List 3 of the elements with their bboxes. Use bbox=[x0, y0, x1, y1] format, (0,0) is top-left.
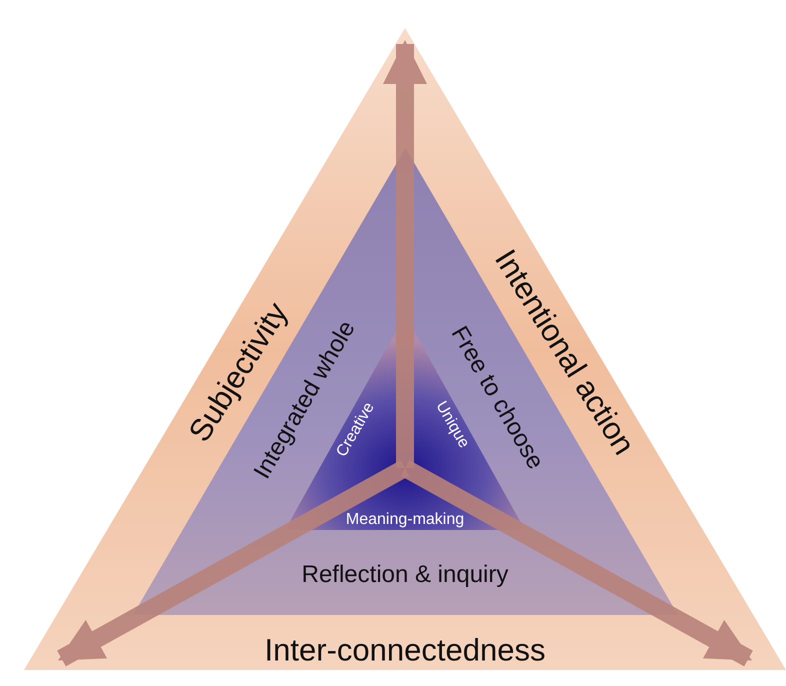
triangle-label: Meaning-making bbox=[346, 512, 464, 528]
triangle-label: Inter-connectedness bbox=[264, 634, 546, 666]
triangle-label: Reflection & inquiry bbox=[302, 563, 508, 587]
